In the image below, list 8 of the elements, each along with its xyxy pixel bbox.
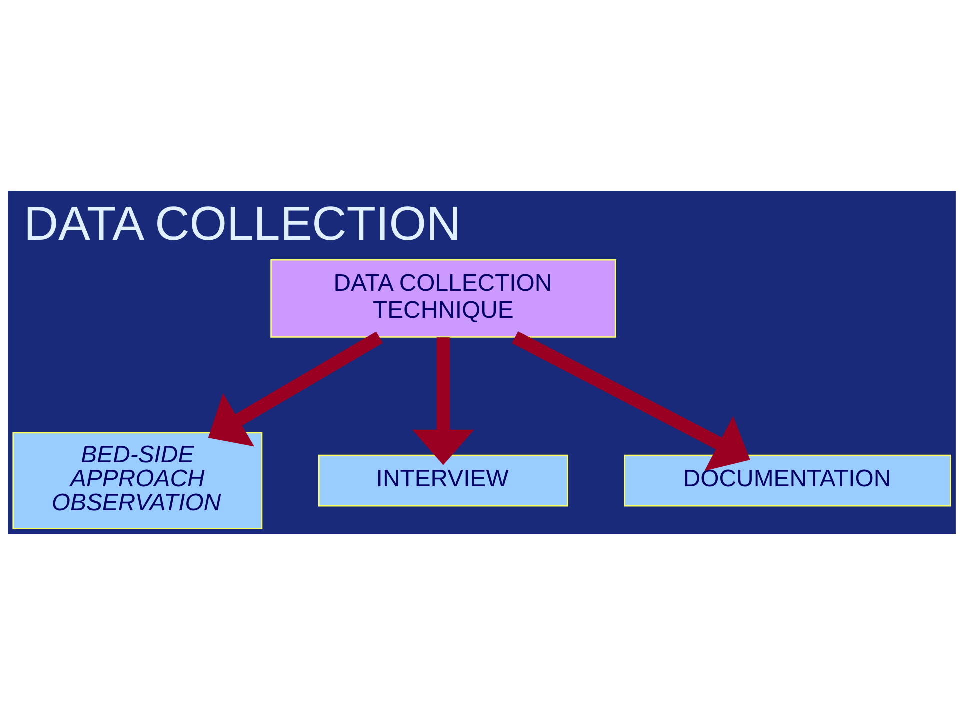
node-box: DOCUMENTATION [624,454,952,507]
arrow [208,332,384,447]
node-box: INTERVIEW [318,454,568,507]
arrow [412,338,474,466]
node-box: BED-SIDE APPROACH OBSERVATION [12,432,263,530]
node-box: DATA COLLECTION TECHNIQUE [270,259,616,338]
diagram-title: DATA COLLECTION [24,198,462,251]
arrow [512,332,750,472]
